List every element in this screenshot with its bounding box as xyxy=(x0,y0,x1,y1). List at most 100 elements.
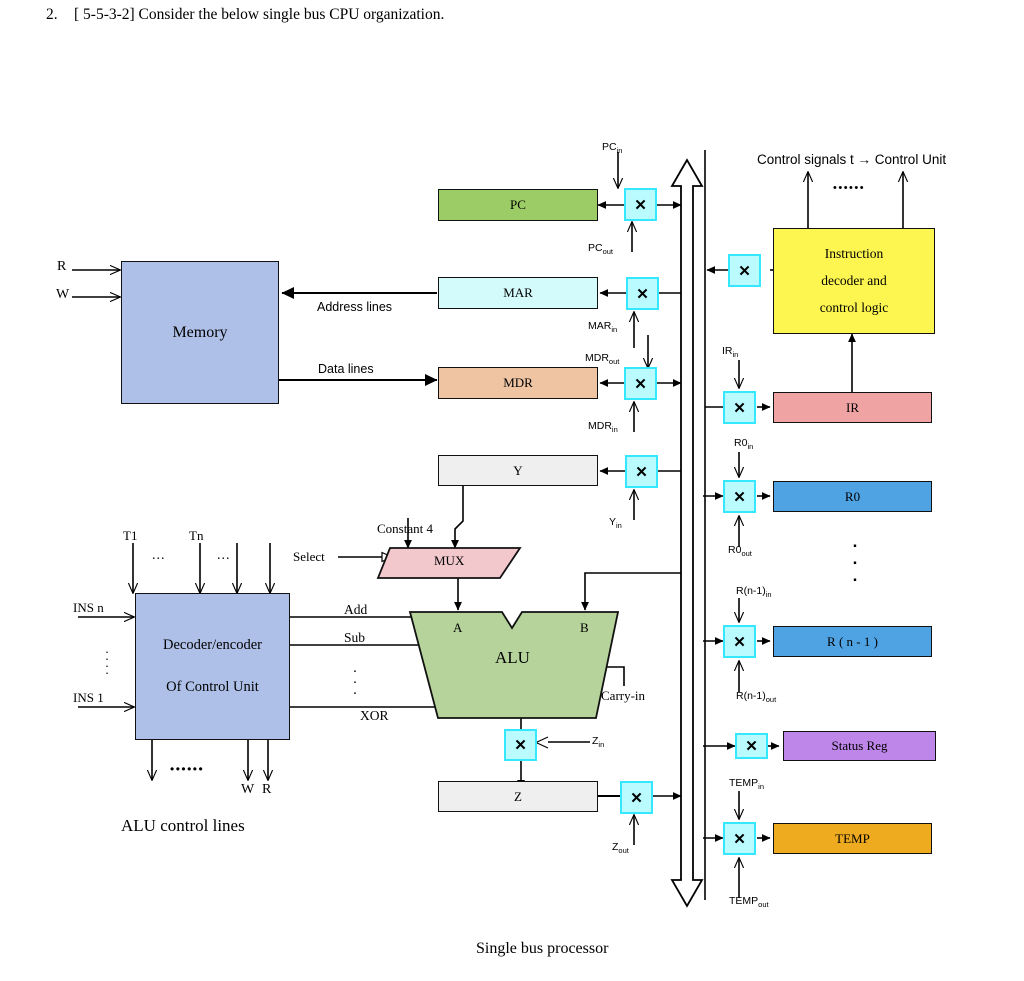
y-register[interactable]: Y xyxy=(438,455,598,486)
r0-gate[interactable]: ✕ xyxy=(723,480,756,513)
mar-in-sub: in xyxy=(611,325,618,335)
pc-gate[interactable]: ✕ xyxy=(624,188,657,221)
mdr-in-sub: in xyxy=(611,425,618,435)
memory-w-label: W xyxy=(56,287,70,302)
pc-in-name: PC xyxy=(602,141,617,153)
rn1-in-label: R(n-1)in xyxy=(736,585,772,599)
tn-label: Tn xyxy=(189,528,204,543)
temp-out-label: TEMPout xyxy=(729,895,769,909)
r0-in-sub: in xyxy=(747,442,754,452)
rn1-label: R ( n - 1 ) xyxy=(827,633,878,649)
mdr-gate[interactable]: ✕ xyxy=(624,367,657,400)
mdr-out-name: MDR xyxy=(585,352,609,364)
r0-out-name: R0 xyxy=(728,544,742,556)
mar-in-label: MARin xyxy=(588,320,617,334)
temp-in-name: TEMP xyxy=(729,777,759,789)
temp-gate[interactable]: ✕ xyxy=(723,822,756,855)
rn1-register[interactable]: R ( n - 1 ) xyxy=(773,626,932,657)
memory-block[interactable]: Memory xyxy=(121,261,279,404)
rn1-in-sub: in xyxy=(765,590,772,600)
gate-symbol: ✕ xyxy=(733,399,746,417)
status-gate[interactable]: ✕ xyxy=(735,733,768,759)
mar-gate[interactable]: ✕ xyxy=(626,277,659,310)
pc-register[interactable]: PC xyxy=(438,189,598,221)
alu-label: ALU xyxy=(495,648,530,667)
r0-register[interactable]: R0 xyxy=(773,481,932,512)
mar-in-name: MAR xyxy=(588,320,612,332)
temp-register[interactable]: TEMP xyxy=(773,823,932,854)
alu-port-b-label: B xyxy=(580,620,589,635)
status-register[interactable]: Status Reg xyxy=(783,731,936,761)
z-register[interactable]: Z xyxy=(438,781,598,812)
mux-label: MUX xyxy=(434,553,465,568)
gate-symbol: ✕ xyxy=(733,830,746,848)
pc-out-name: PC xyxy=(588,242,603,254)
z-in-name: Z xyxy=(592,735,599,747)
control-signals-label: Control signals t → Control Unit xyxy=(757,152,947,167)
select-label: Select xyxy=(293,549,325,564)
pc-in-sub: in xyxy=(616,146,623,156)
diagram-caption: Single bus processor xyxy=(476,940,609,957)
z-out-sub: out xyxy=(618,846,629,856)
decoder-w-label: W xyxy=(241,782,255,797)
gate-symbol: ✕ xyxy=(738,262,751,280)
op-xor-label: XOR xyxy=(360,708,389,723)
gate-symbol: ✕ xyxy=(635,463,648,481)
t1-label: T1 xyxy=(123,528,138,543)
pc-in-label: PCin xyxy=(602,141,622,155)
control-signals-dots: •••••• xyxy=(833,182,866,194)
instruction-decoder-gate[interactable]: ✕ xyxy=(728,254,761,287)
y-gate[interactable]: ✕ xyxy=(625,455,658,488)
ir-in-name: IR xyxy=(722,345,733,357)
y-in-name: Y xyxy=(609,516,617,528)
y-label: Y xyxy=(513,462,523,478)
rn1-gate[interactable]: ✕ xyxy=(723,625,756,658)
z-out-gate[interactable]: ✕ xyxy=(620,781,653,814)
z-in-gate[interactable]: ✕ xyxy=(504,729,537,761)
address-lines-label: Address lines xyxy=(317,300,393,314)
temp-in-sub: in xyxy=(758,782,765,792)
memory-r-label: R xyxy=(57,259,67,274)
z-in-label: Zin xyxy=(592,735,604,749)
ops-vertical-dots: ... xyxy=(352,659,358,698)
data-lines-label: Data lines xyxy=(318,362,374,376)
mdr-out-label: MDRout xyxy=(585,352,619,366)
gate-symbol: ✕ xyxy=(733,633,746,651)
r0-out-sub: out xyxy=(741,549,752,559)
alu-control-lines-label: ALU control lines xyxy=(121,816,245,835)
ir-gate[interactable]: ✕ xyxy=(723,391,756,424)
mar-register[interactable]: MAR xyxy=(438,277,598,309)
gate-symbol: ✕ xyxy=(733,488,746,506)
mdr-out-sub: out xyxy=(608,357,620,367)
r0-out-label: R0out xyxy=(728,544,752,558)
decoder-encoder-block[interactable]: Decoder/encoder Of Control Unit xyxy=(135,593,290,740)
mdr-register[interactable]: MDR xyxy=(438,367,598,399)
r0-label: R0 xyxy=(844,488,861,504)
gate-symbol: ✕ xyxy=(634,375,647,393)
temp-out-name: TEMP xyxy=(729,895,759,907)
rn1-out-label: R(n-1)out xyxy=(736,690,776,704)
decoder-dots-2: ... xyxy=(217,548,231,563)
mdr-in-label: MDRin xyxy=(588,420,618,434)
mux-shape xyxy=(376,547,522,579)
ir-in-label: IRin xyxy=(722,345,738,359)
mdr-label: MDR xyxy=(503,375,533,391)
mar-label: MAR xyxy=(503,285,533,301)
temp-out-sub: out xyxy=(758,900,769,910)
decoder-line2: Of Control Unit xyxy=(166,678,259,695)
instr-decoder-line3: control logic xyxy=(819,300,889,316)
r0-in-name: R0 xyxy=(734,437,748,449)
ins-vertical-dots: .... xyxy=(105,641,109,677)
carry-in-label: Carry-in xyxy=(601,688,646,703)
decoder-bottom-dots: •••••• xyxy=(170,762,205,776)
ir-label: IR xyxy=(846,399,859,415)
temp-label: TEMP xyxy=(835,830,870,846)
instruction-decoder-block[interactable]: Instruction decoder and control logic xyxy=(773,228,935,334)
ir-register[interactable]: IR xyxy=(773,392,932,423)
decoder-dots-1: ... xyxy=(152,548,166,563)
ir-in-sub: in xyxy=(732,350,739,360)
ins-n-label: INS n xyxy=(73,600,104,615)
decoder-line1: Decoder/encoder xyxy=(162,636,263,653)
question-text: [ 5-5-3-2] Consider the below single bus… xyxy=(74,6,445,23)
